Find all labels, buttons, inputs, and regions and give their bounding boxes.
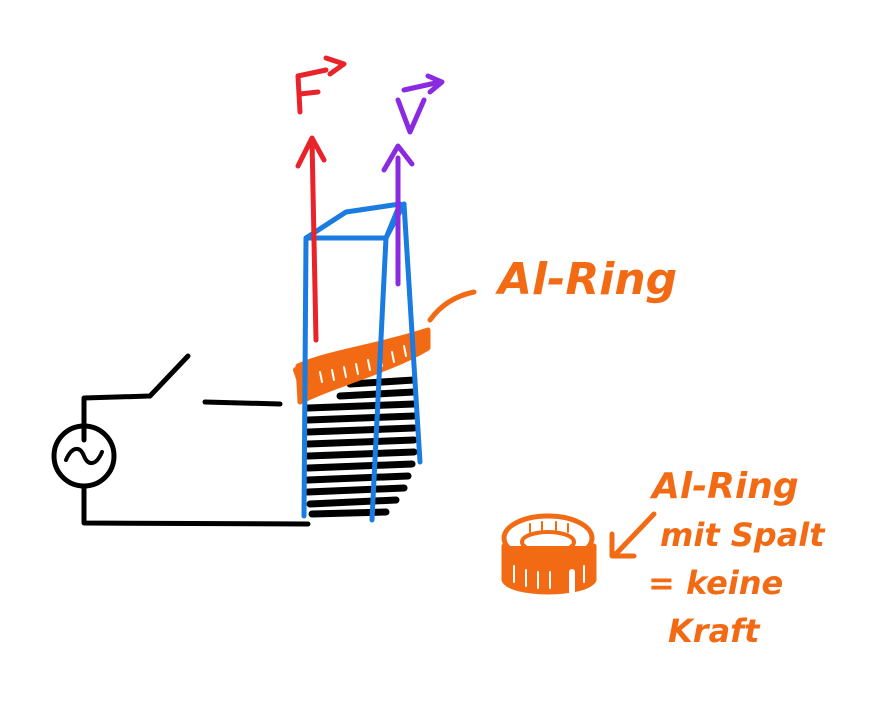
split-ring-line4: Kraft (668, 612, 761, 650)
split-ring-line3: = keine (648, 564, 783, 602)
split-ring (501, 513, 597, 595)
wire-top (81, 353, 191, 443)
split-ring-pointer (609, 511, 657, 559)
force-arrow (295, 55, 347, 343)
wire-bottom (81, 485, 311, 527)
coil (304, 376, 418, 518)
split-ring-line2: mit Spalt (660, 516, 826, 554)
ring-leader-line (427, 289, 477, 323)
wire-switch-stub (202, 399, 283, 407)
split-ring-line1: Al-Ring (649, 466, 799, 507)
ac-source-icon (51, 423, 117, 489)
iron-core (301, 201, 423, 523)
split-ring-note: Al-Ring mit Spalt = keine Kraft (648, 466, 826, 650)
circuit-wires (81, 353, 311, 527)
velocity-arrow (381, 73, 445, 287)
ring-label: Al-Ring (495, 254, 677, 305)
